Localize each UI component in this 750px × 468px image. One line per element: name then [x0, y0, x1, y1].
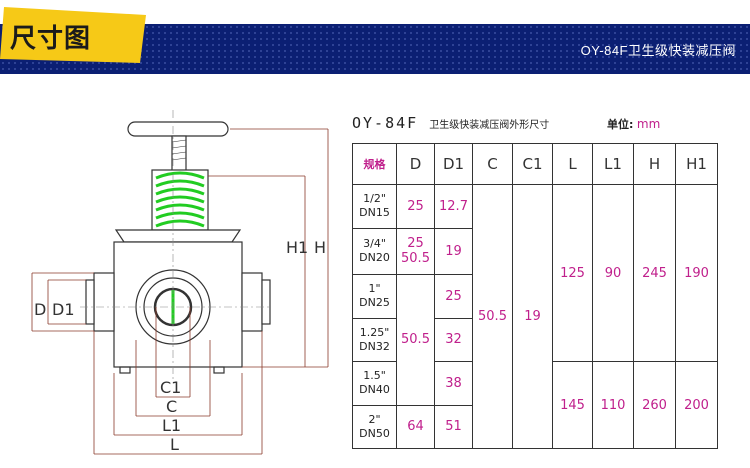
size-inch: 1.5": [363, 369, 386, 383]
size-cell: 1/2" DN15: [352, 184, 397, 229]
cell-d1: 12.7: [434, 184, 473, 229]
valve-drawing: H1 H D D1 C1 C L1 L: [31, 110, 329, 455]
size-cell: 1.25" DN32: [352, 317, 397, 362]
dim-label-h: H: [314, 238, 326, 257]
col-header-d1: D1: [434, 143, 473, 185]
cell-d-value: 50.5: [401, 251, 430, 267]
cell-c: 50.5: [472, 184, 513, 449]
cell-h1-group-a: 190: [675, 184, 718, 362]
size-dn: DN50: [359, 426, 390, 440]
cell-h-group-a: 245: [633, 184, 676, 362]
col-header-c: C: [472, 143, 513, 185]
cell-d: 25: [396, 184, 435, 229]
spec-table: 规格 D D1 C C1 L L1 H H1 1/2" DN15 25 12.7…: [352, 143, 718, 449]
size-cell: 2" DN50: [352, 404, 397, 449]
unit-label: 单位:: [607, 118, 634, 131]
spring-icon: [155, 171, 205, 228]
right-flange: [241, 272, 263, 332]
size-dn: DN15: [359, 206, 390, 220]
cell-h1-group-b: 200: [675, 361, 718, 449]
cell-d-value: 25: [407, 236, 424, 252]
table-title-desc: 卫生级快装减压阀外形尺寸: [429, 120, 550, 131]
size-cell: 3/4" DN20: [352, 227, 397, 275]
table-header-row: 规格 D D1 C C1 L L1 H H1: [352, 143, 718, 185]
size-inch: 1/2": [363, 192, 386, 206]
section-tag: [0, 7, 146, 63]
unit-note: 单位: mm: [607, 116, 660, 132]
cell-d1: 25: [434, 274, 473, 319]
dim-label-d: D: [34, 300, 46, 319]
yoke: [114, 229, 242, 243]
size-cell: 1.5" DN40: [352, 361, 397, 406]
size-dn: DN25: [359, 296, 390, 310]
dim-label-l1: L1: [162, 416, 181, 435]
product-title: OY-84F卫生级快装减压阀: [580, 43, 736, 58]
table-row: 3/4" DN20 25 50.5 19: [352, 227, 718, 275]
col-header-l: L: [552, 143, 593, 185]
table-title-model: OY-84F: [352, 114, 419, 132]
cell-d1: 51: [434, 404, 473, 449]
col-header-h: H: [633, 143, 676, 185]
size-dn: DN20: [359, 251, 390, 265]
col-header-c1: C1: [512, 143, 553, 185]
col-header-d: D: [396, 143, 435, 185]
size-inch: 1.25": [359, 325, 390, 339]
dim-label-h1: H1: [286, 238, 308, 257]
size-inch: 1": [368, 282, 381, 296]
cell-c1: 19: [512, 184, 553, 449]
dim-label-l: L: [170, 435, 179, 454]
size-cell: 1" DN25: [352, 274, 397, 319]
cell-d1: 19: [434, 227, 473, 275]
col-header-h1: H1: [675, 143, 718, 185]
dim-label-c: C: [166, 397, 177, 416]
cell-d1: 38: [434, 361, 473, 406]
left-flange: [93, 272, 115, 332]
table-row: 2" DN50 64 51: [352, 404, 718, 449]
table-row: 1/2" DN15 25 12.7 50.5 19 125 90 245 190: [352, 184, 718, 449]
dim-label-d1: D1: [52, 300, 75, 319]
cell-d1: 32: [434, 317, 473, 362]
dim-label-c1: C1: [160, 378, 181, 397]
cell-d: 50.5: [396, 274, 435, 406]
table-row: 1.5" DN40 38 145 110 260 200: [352, 361, 718, 449]
col-header-l1: L1: [592, 143, 634, 185]
size-inch: 3/4": [363, 237, 386, 251]
unit-value: mm: [636, 117, 661, 131]
table-row: 1" DN25 50.5 25: [352, 274, 718, 406]
cell-d: 64: [396, 404, 435, 449]
handle-bar: [127, 121, 229, 137]
cell-l1-group-b: 110: [592, 361, 634, 449]
section-tag-label: 尺寸图: [10, 24, 92, 54]
size-dn: DN32: [359, 339, 390, 353]
cell-d: 25 50.5: [396, 227, 435, 275]
cell-l-group-a: 125: [552, 184, 593, 362]
size-inch: 2": [368, 412, 381, 426]
table-title: OY-84F 卫生级快装减压阀外形尺寸: [352, 114, 549, 132]
size-dn: DN40: [359, 383, 390, 397]
col-header-spec: 规格: [352, 143, 397, 185]
table-row: 1.25" DN32 32: [352, 317, 718, 362]
cell-h-group-b: 260: [633, 361, 676, 449]
cell-l-group-b: 145: [552, 361, 593, 449]
cell-l1-group-a: 90: [592, 184, 634, 362]
